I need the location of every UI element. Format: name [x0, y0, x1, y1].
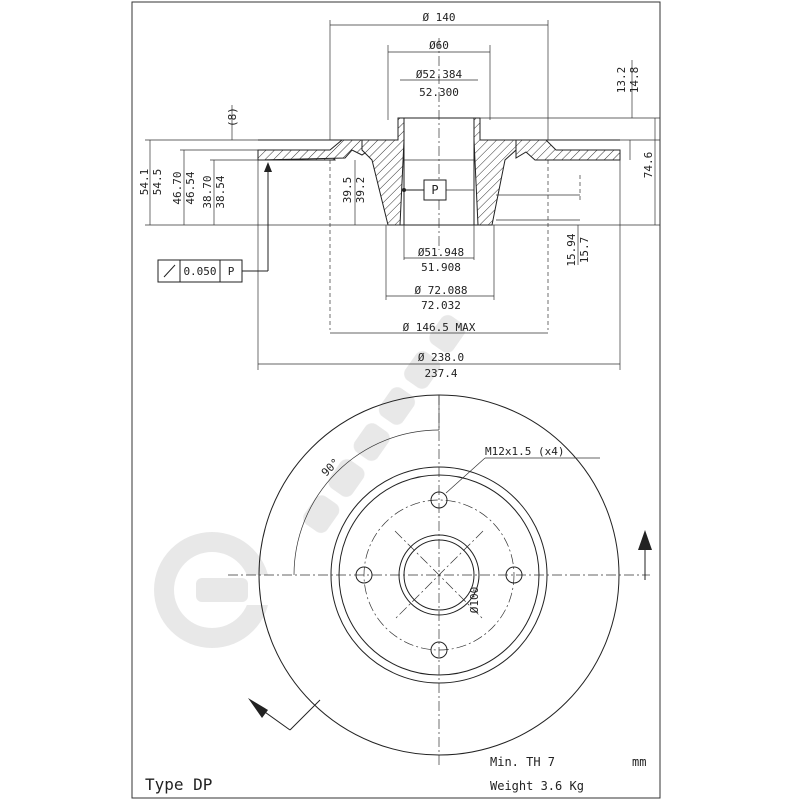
dim-h8: (8) [226, 107, 239, 127]
min-th-label: Min. TH 7 [490, 755, 555, 769]
dim-h15-94: 15.94 [565, 233, 578, 266]
dim-h46-54: 46.54 [184, 171, 197, 204]
dim-d51-908: 51.908 [421, 261, 461, 274]
dim-d146-5: Ø 146.5 MAX [403, 321, 476, 334]
dim-h38-54: 38.54 [214, 175, 227, 208]
dim-d72-088: Ø 72.088 [415, 284, 468, 297]
bolt-hole-left [355, 566, 373, 584]
dim-h54-5: 54.5 [151, 169, 164, 196]
type-label: Type DP [145, 775, 212, 794]
dim-h15-7: 15.7 [578, 237, 591, 264]
dim-d72-032: 72.032 [421, 299, 461, 312]
bolt-hole-top [430, 491, 448, 509]
dim-d60: Ø60 [429, 39, 449, 52]
tolerance-value: 0.050 [183, 265, 216, 278]
dim-h38-70: 38.70 [201, 175, 214, 208]
dim-d140: Ø 140 [422, 11, 455, 24]
bolt-hole-bottom [430, 641, 448, 659]
bolt-hole-right [505, 566, 523, 584]
tolerance-datum: P [228, 265, 235, 278]
rotation-arrow-up [638, 530, 652, 550]
datum-label: P [431, 183, 438, 197]
dim-d52-384: Ø52.384 [416, 68, 463, 81]
thread-note: M12x1.5 (x4) [485, 445, 564, 458]
section-view: P Ø 140 Ø60 Ø52.384 52.300 Ø51.948 51.90… [138, 11, 660, 380]
dim-h39-5: 39.5 [341, 177, 354, 204]
dim-d237-4: 237.4 [424, 367, 457, 380]
front-view: 90° M12x1.5 (x4) Ø100 [228, 394, 652, 765]
tolerance-frame: 0.050 P [157, 162, 272, 283]
dim-h54-1: 54.1 [138, 169, 151, 196]
dim-h14-8: 14.8 [628, 67, 641, 94]
dim-d51-948: Ø51.948 [418, 246, 464, 259]
dim-h46-70: 46.70 [171, 171, 184, 204]
dim-h13-2: 13.2 [615, 67, 628, 94]
rotation-arrow-down [248, 698, 268, 718]
weight-label: Weight 3.6 Kg [490, 779, 584, 793]
min-th-unit: mm [632, 755, 646, 769]
dim-h74-6: 74.6 [642, 152, 655, 179]
dim-d238-0: Ø 238.0 [418, 351, 464, 364]
dim-h39-2: 39.2 [354, 177, 367, 204]
drawing-frame [131, 1, 661, 799]
dim-d52-300: 52.300 [419, 86, 459, 99]
bolt-circle-note: Ø100 [468, 587, 481, 614]
